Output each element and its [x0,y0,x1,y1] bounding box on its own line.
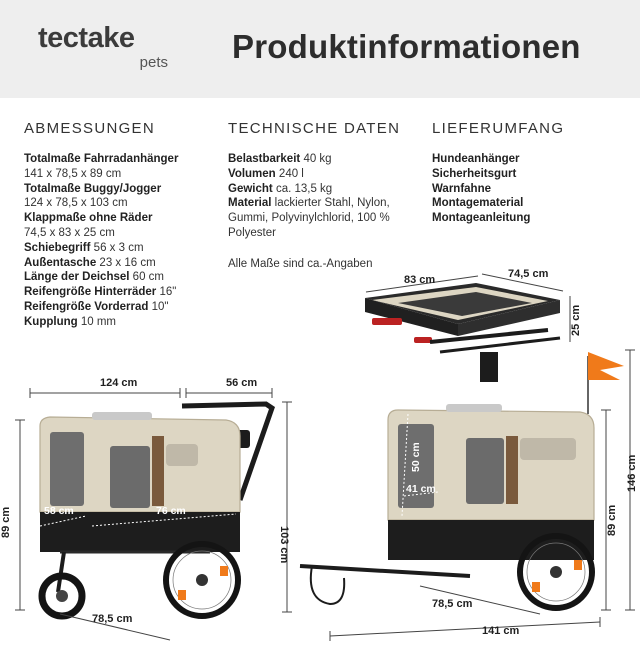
spec-row: Belastbarkeit 40 kg [228,153,332,165]
page-title: Produktinformationen [232,28,581,65]
scope-heading: LIEFERUMFANG [432,120,565,137]
dim-buggy-length: 124 cm [100,377,138,389]
dimensions-heading: ABMESSUNGEN [24,120,155,137]
dim-folded-length: 83 cm [404,274,436,286]
dim-folded-height: 25 cm [570,304,582,336]
trailer-image [299,352,624,611]
dim-buggy-inner-length: 76 cm [156,505,186,517]
list-item: Warnfahne [432,182,491,195]
spec-row: Reifengröße Vorderrad 10" [24,300,169,313]
technical-list: Belastbarkeit 40 kg Volumen 240 l Gewich… [228,152,410,241]
folded-dimension-lines [365,273,571,342]
approx-note: Alle Maße sind ca.-Angaben [228,258,373,270]
spec-row: Material lackierter Stahl, Nylon, Gummi,… [228,197,390,239]
header-band: tectake pets Produktinformationen [0,0,640,98]
spec-row: Totalmaße Fahrradanhänger [24,153,179,165]
list-item: Montageanleitung [432,212,531,225]
brand-sub: pets [139,54,168,71]
dim-buggy-width: 78,5 cm [92,613,133,625]
dim-trailer-inner-height: 50 cm [410,442,422,472]
dim-buggy-side-height: 89 cm [0,506,12,538]
buggy-dimension-lines [15,388,292,641]
spec-row: Kupplung 10 mm [24,315,117,328]
spec-row: Außentasche 23 x 16 cm [24,256,156,269]
dim-trailer-inner-width: 41 cm [406,483,436,495]
spec-row: Totalmaße Buggy/Jogger [24,182,162,195]
scope-list: Hundeanhänger Sicherheitsgurt Warnfahne … [432,152,530,226]
folded-trailer-image [365,283,561,382]
dim-buggy-depth: 58 cm [44,505,74,517]
list-item: Sicherheitsgurt [432,167,517,180]
spec-row: 124 x 78,5 x 103 cm [24,197,128,210]
technical-heading: TECHNISCHE DATEN [228,120,401,137]
dim-buggy-height: 103 cm [278,526,290,564]
buggy-image [38,401,275,620]
brand-name: tectake [38,22,135,54]
spec-row: 74,5 x 83 x 25 cm [24,226,115,239]
spec-row: Schiebegriff 56 x 3 cm [24,241,144,254]
spec-row: Volumen 240 l [228,167,304,180]
dim-trailer-flag-height: 146 cm [626,454,638,492]
info-section: ABMESSUNGEN Totalmaße Fahrradanhänger 14… [0,98,640,410]
dim-trailer-length: 141 cm [482,625,520,637]
spec-row: Gewicht ca. 13,5 kg [228,182,333,195]
spec-row: Klappmaße ohne Räder [24,212,153,225]
dim-trailer-height: 89 cm [606,504,618,536]
spec-row: Reifengröße Hinterräder 16" [24,286,177,299]
dim-trailer-width: 78,5 cm [432,598,473,610]
dim-folded-width: 74,5 cm [508,268,549,280]
trailer-dimension-lines [329,349,635,641]
list-item: Montagematerial [432,197,524,210]
spec-row: Länge der Deichsel 60 cm [24,271,164,284]
brand-logo: tectake pets [38,22,178,74]
list-item: Hundeanhänger [432,153,520,165]
spec-row: 141 x 78,5 x 89 cm [24,167,122,180]
dim-handle-length: 56 cm [226,377,258,389]
dimensions-list: Totalmaße Fahrradanhänger 141 x 78,5 x 8… [24,152,178,330]
